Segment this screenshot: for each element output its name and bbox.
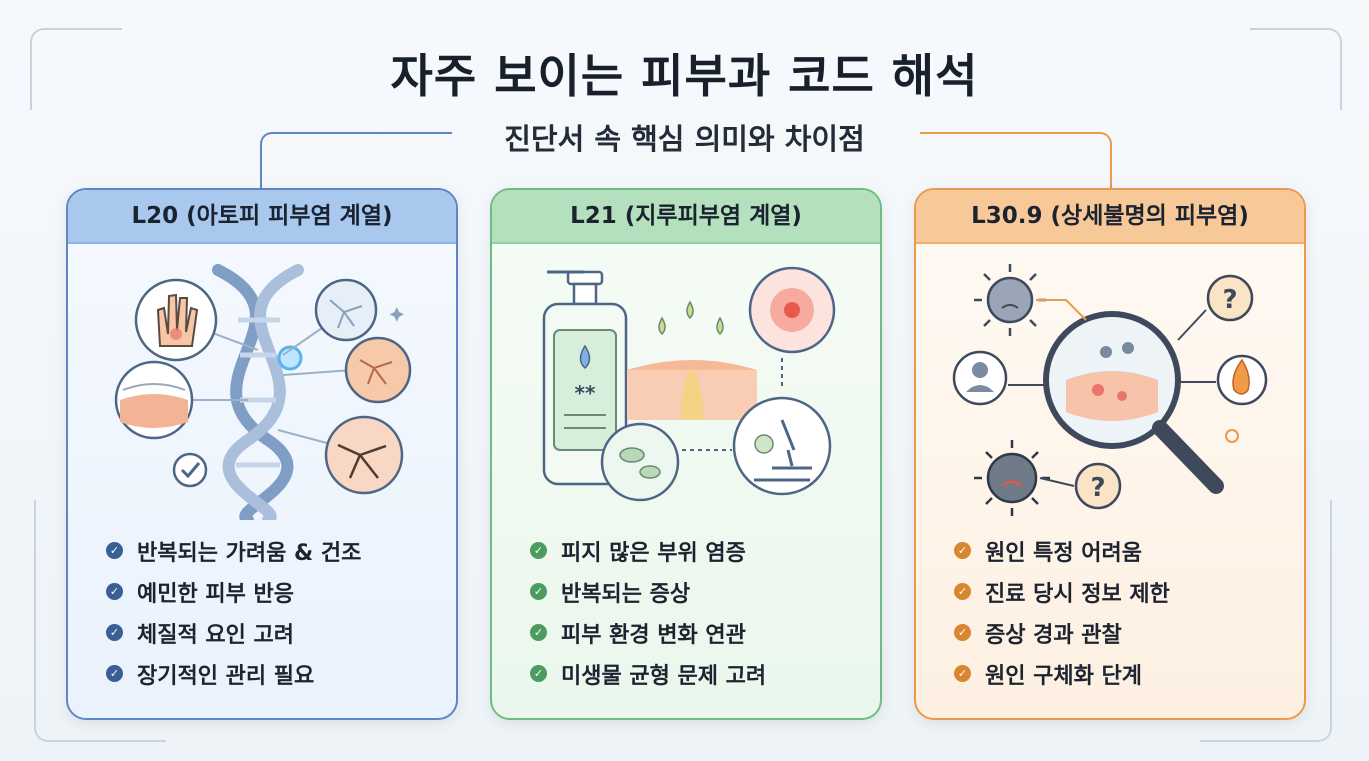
lotion-bottle-icon: ** [542, 270, 628, 486]
card-header: L20 (아토피 피부염 계열) [68, 190, 456, 244]
atopic-illustration [114, 264, 412, 520]
check-bullet-icon: ✓ [106, 583, 123, 600]
cracked-skin-icon [324, 415, 404, 495]
list-item: ✓증상 경과 관찰 [954, 612, 1294, 653]
check-bullet-icon: ✓ [106, 542, 123, 559]
list-item: ✓반복되는 가려움 & 건조 [106, 530, 446, 571]
list-item: ✓예민한 피부 반응 [106, 571, 446, 612]
check-bullet-icon: ✓ [530, 542, 547, 559]
list-item: ✓체질적 요인 고려 [106, 612, 446, 653]
connector-left [260, 132, 452, 190]
dry-skin-layer-icon [114, 360, 194, 440]
check-bullet-icon: ✓ [954, 665, 971, 682]
check-bullet-icon: ✓ [954, 542, 971, 559]
person-icon [952, 350, 1008, 406]
bottle-label: ** [575, 381, 596, 405]
frame-right-top [1250, 28, 1342, 110]
svg-text:?: ? [1222, 285, 1237, 315]
check-bullet-icon: ✓ [530, 583, 547, 600]
list-item: ✓미생물 균형 문제 고려 [530, 653, 870, 694]
cracked-skin-icon [314, 278, 378, 342]
redness-spot-icon [748, 266, 836, 354]
seborrheic-illustration: ** [542, 266, 836, 502]
list-item: ✓반복되는 증상 [530, 571, 870, 612]
magnifier-icon [1043, 311, 1224, 494]
list-item: ✓진료 당시 정보 제한 [954, 571, 1294, 612]
check-bullet-icon: ✓ [530, 665, 547, 682]
svg-text:?: ? [1090, 473, 1105, 503]
connector-right [920, 132, 1112, 190]
microbe-petri-icon [600, 422, 680, 502]
flame-icon [1216, 354, 1268, 406]
virus-icon [974, 264, 1046, 336]
card-l21: L21 (지루피부염 계열) ** [490, 188, 882, 720]
dry-skin-icon [344, 336, 412, 404]
unspecified-illustration: ? ? [952, 264, 1268, 516]
symptom-list: ✓피지 많은 부위 염증 ✓반복되는 증상 ✓피부 환경 변화 연관 ✓미생물 … [530, 530, 870, 694]
check-bullet-icon: ✓ [106, 665, 123, 682]
list-item: ✓피지 많은 부위 염증 [530, 530, 870, 571]
microscope-icon [732, 396, 832, 496]
list-item: ✓원인 구체화 단계 [954, 653, 1294, 694]
question-icon: ? [1074, 462, 1122, 510]
frame-left-bottom [34, 500, 166, 742]
page-title: 자주 보이는 피부과 코드 해석 [390, 49, 979, 103]
card-l30-9: L30.9 (상세불명의 피부염) ? [914, 188, 1306, 720]
check-icon [172, 452, 208, 488]
question-icon: ? [1206, 274, 1254, 322]
check-bullet-icon: ✓ [954, 624, 971, 641]
symptom-list: ✓반복되는 가려움 & 건조 ✓예민한 피부 반응 ✓체질적 요인 고려 ✓장기… [106, 530, 446, 694]
oily-skin-layer-icon [627, 300, 757, 420]
page-subtitle: 진단서 속 핵심 의미와 차이점 [504, 122, 865, 156]
symptom-list: ✓원인 특정 어려움 ✓진료 당시 정보 제한 ✓증상 경과 관찰 ✓원인 구체… [954, 530, 1294, 694]
check-bullet-icon: ✓ [954, 583, 971, 600]
card-header: L21 (지루피부염 계열) [492, 190, 880, 244]
list-item: ✓원인 특정 어려움 [954, 530, 1294, 571]
card-header: L30.9 (상세불명의 피부염) [916, 190, 1304, 244]
list-item: ✓피부 환경 변화 연관 [530, 612, 870, 653]
check-bullet-icon: ✓ [106, 624, 123, 641]
inflamed-hand-icon [134, 278, 218, 362]
card-l20: L20 (아토피 피부염 계열) [66, 188, 458, 720]
dna-helix-icon [212, 264, 304, 520]
check-bullet-icon: ✓ [530, 624, 547, 641]
frame-left-top [30, 28, 122, 110]
frame-right-bottom [1200, 500, 1332, 742]
list-item: ✓장기적인 관리 필요 [106, 653, 446, 694]
virus-icon [974, 440, 1050, 516]
